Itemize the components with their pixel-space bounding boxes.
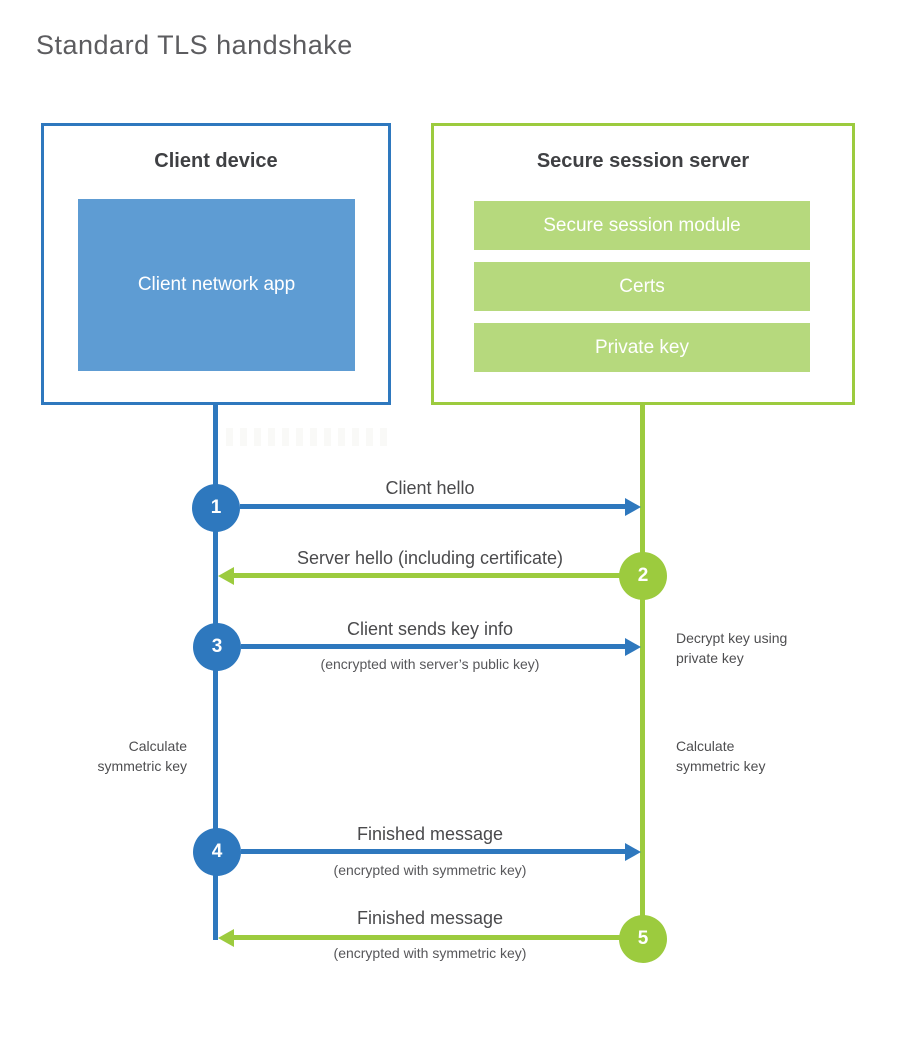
step1-circle: 1 (192, 484, 240, 532)
page-title: Standard TLS handshake (36, 30, 353, 60)
step1-arrowhead-right-icon (625, 498, 641, 516)
step5-arrow-line (234, 935, 620, 940)
step1-label: Client hello (385, 478, 475, 498)
client-network-app-label: Client network app (137, 274, 296, 295)
server-module-certs: Certs (474, 262, 810, 311)
calculate-symmetric-key-note-server: Calculate symmetric key (676, 738, 766, 774)
step1-arrow-line (240, 504, 625, 509)
decrypt-key-note: Decrypt key using private key (676, 630, 788, 666)
step3-label: Client sends key info (346, 619, 514, 639)
step5-sublabel: (encrypted with symmetric key) (333, 945, 527, 961)
client-device-box: Client device Client network app (41, 123, 391, 405)
step2-arrowhead-left-icon (218, 567, 234, 585)
step3-arrow-line (241, 644, 625, 649)
server-lifeline (640, 403, 645, 917)
step3-arrowhead-right-icon (625, 638, 641, 656)
calculate-symmetric-key-note-client: Calculate symmetric key (97, 738, 187, 774)
server-module-private-key: Private key (474, 323, 810, 372)
client-device-title: Client device (154, 150, 278, 172)
step5-label: Finished message (356, 908, 504, 928)
client-network-app-block: Client network app (78, 199, 355, 371)
client-lifeline (213, 403, 218, 940)
step4-label: Finished message (356, 824, 504, 844)
step2-arrow-line (234, 573, 620, 578)
step3-circle: 3 (193, 623, 241, 671)
step5-arrowhead-left-icon (218, 929, 234, 947)
step4-sublabel: (encrypted with symmetric key) (333, 862, 527, 878)
server-module-secure-session: Secure session module (474, 201, 810, 250)
secure-session-server-box: Secure session server Secure session mod… (431, 123, 855, 405)
step2-label: Server hello (including certificate) (296, 548, 564, 568)
step4-arrowhead-right-icon (625, 843, 641, 861)
secure-session-server-title: Secure session server (536, 150, 750, 172)
step3-sublabel: (encrypted with server’s public key) (320, 656, 540, 672)
step4-circle: 4 (193, 828, 241, 876)
faint-watermark-dashes (226, 428, 390, 446)
step4-arrow-line (241, 849, 625, 854)
step5-circle: 5 (619, 915, 667, 963)
step2-circle: 2 (619, 552, 667, 600)
